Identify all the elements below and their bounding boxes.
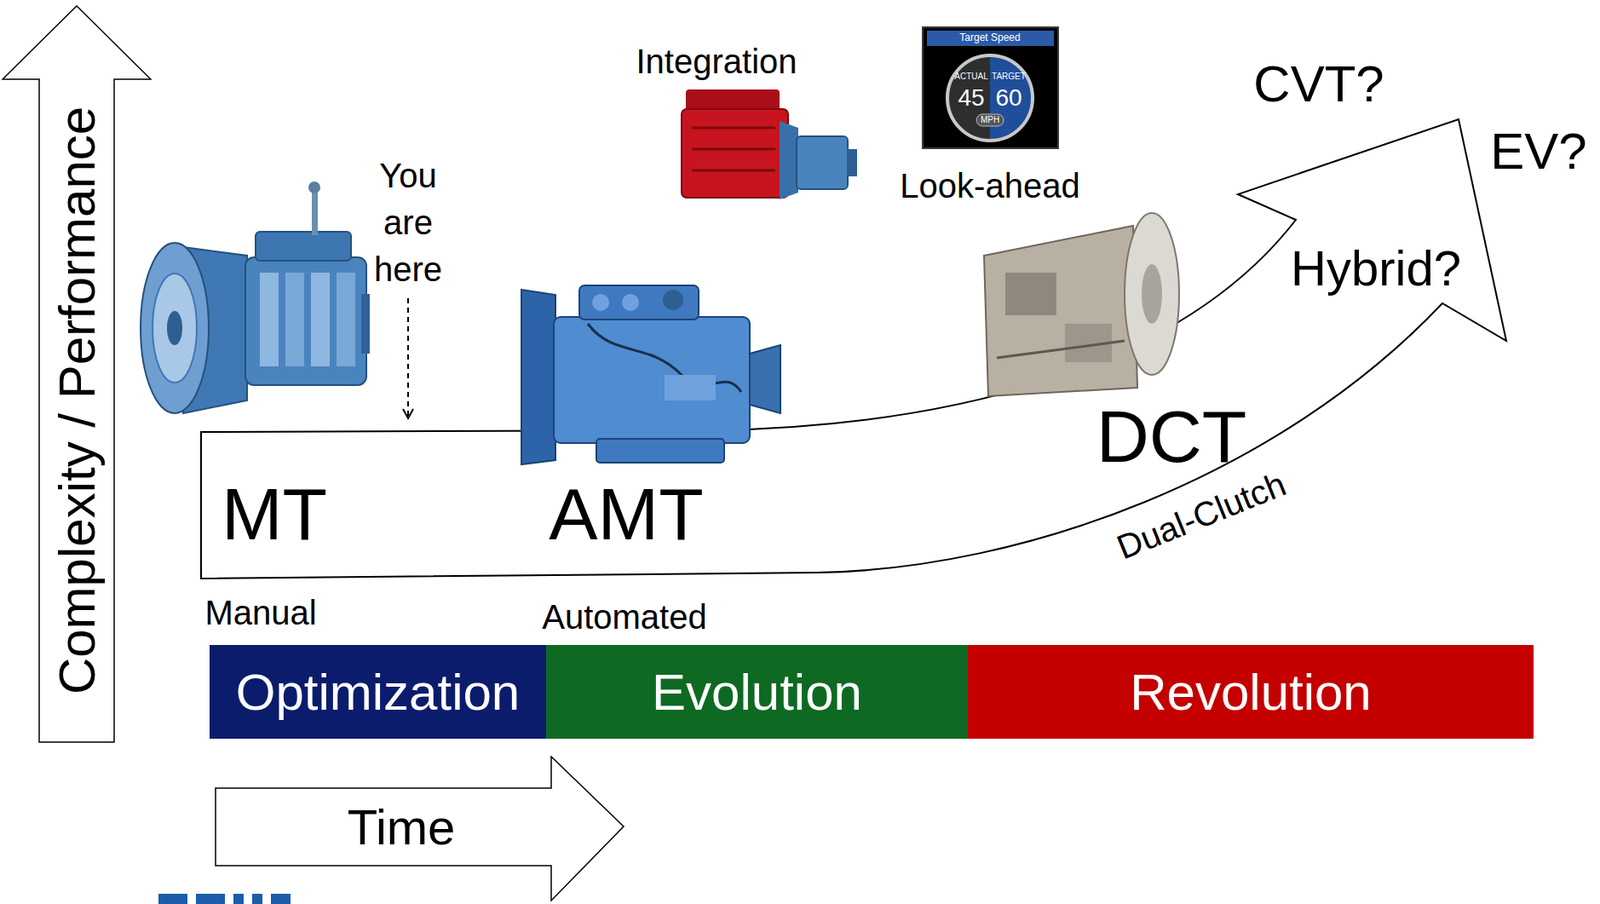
gauge-label: TARGET xyxy=(991,71,1026,82)
callout-note: You are here xyxy=(374,152,443,294)
type-caption: Manual xyxy=(204,592,317,633)
manual-transmission-part xyxy=(308,181,321,194)
target-speed-gauge-part xyxy=(947,55,1033,141)
dual-clutch-transmission-part xyxy=(996,340,1125,358)
time-arrow-shape xyxy=(215,756,624,901)
progress-arrow xyxy=(201,119,1507,579)
manual-transmission-part xyxy=(310,272,330,367)
phase-band: Evolution xyxy=(546,644,968,739)
manual-transmission-part xyxy=(255,231,352,261)
axis-arrow: Complexity / Performance xyxy=(1,5,152,743)
progress-arrow-part xyxy=(201,119,1507,579)
future-option: CVT? xyxy=(1253,54,1384,114)
gauge-title: Target Speed xyxy=(959,32,1020,45)
company-logo-part xyxy=(158,893,188,904)
axis-arrow-shape xyxy=(2,5,151,743)
gauge-unit: MPH xyxy=(980,115,1000,126)
arrow-caption: Complexity / Performance xyxy=(47,106,107,695)
you-are-here-pointer xyxy=(402,298,414,419)
band-title: Revolution xyxy=(1129,662,1372,722)
gauge-label: ACTUAL xyxy=(954,71,988,82)
band-title: Optimization xyxy=(235,662,520,722)
engine-integration-part xyxy=(681,109,789,198)
engine-integration-part xyxy=(796,136,848,190)
automated-transmission-part xyxy=(579,285,699,320)
engine-integration xyxy=(681,89,858,200)
manual-transmission-part xyxy=(336,272,356,367)
automated-transmission-part xyxy=(521,289,556,465)
manual-transmission xyxy=(140,181,370,414)
company-logo xyxy=(158,893,291,904)
company-logo-part xyxy=(195,893,225,904)
automated-transmission-part xyxy=(662,289,684,311)
manual-transmission-part xyxy=(166,310,183,346)
target-speed-gauge-part xyxy=(976,114,1004,127)
dual-clutch-transmission-part xyxy=(984,225,1138,397)
manual-transmission-part xyxy=(140,242,209,414)
target-speed-gauge-part xyxy=(926,30,1054,47)
company-logo-part xyxy=(270,893,291,904)
automated-transmission-part xyxy=(553,316,750,444)
future-option: Hybrid? xyxy=(1290,240,1462,298)
automated-transmission-part xyxy=(596,438,725,463)
you-are-here-pointer-part xyxy=(402,408,414,419)
phase-band: Revolution xyxy=(967,644,1534,739)
dual-clutch-transmission-part xyxy=(1141,264,1163,324)
manual-transmission-part xyxy=(259,272,279,367)
target-speed-gauge-part xyxy=(947,55,990,141)
automated-transmission xyxy=(521,285,781,465)
gauge-value: 45 xyxy=(957,84,985,112)
type-caption: Automated xyxy=(541,597,707,637)
engine-integration-part xyxy=(779,120,799,200)
phase-band: Optimization xyxy=(209,644,547,739)
feature-label: Integration xyxy=(635,41,797,81)
future-option: EV? xyxy=(1490,121,1587,181)
automated-transmission-part xyxy=(592,293,610,311)
gauge-value: 60 xyxy=(995,84,1022,112)
you-are-here-pointer-part xyxy=(407,298,409,416)
band-title: Evolution xyxy=(651,662,863,722)
company-logo-part xyxy=(252,893,263,904)
automated-transmission-part xyxy=(621,293,639,311)
manual-transmission-part xyxy=(152,273,197,383)
transmission-type: AMT xyxy=(548,471,704,557)
arrow-caption: Time xyxy=(347,799,456,857)
transmission-type: DCT xyxy=(1096,394,1248,479)
engine-integration-part xyxy=(846,149,858,177)
dual-clutch-transmission-part xyxy=(1124,212,1180,375)
company-logo-part xyxy=(233,893,244,904)
dual-clutch-transmission-part xyxy=(1005,272,1057,316)
target-speed-gauge xyxy=(922,27,1059,149)
automated-transmission-part xyxy=(664,374,716,401)
automated-transmission-part xyxy=(749,345,781,414)
manual-transmission-part xyxy=(245,257,367,386)
transmission-type: MT xyxy=(221,471,328,557)
manual-transmission-part xyxy=(361,293,370,354)
target-speed-gauge-part xyxy=(989,55,1033,141)
time-arrow: Time xyxy=(214,755,626,904)
engine-integration-part xyxy=(691,127,776,171)
feature-label: Look-ahead xyxy=(899,166,1080,206)
manual-transmission-part xyxy=(285,272,305,367)
dual-clutch-transmission xyxy=(984,212,1180,397)
target-speed-gauge-part xyxy=(922,27,1059,149)
